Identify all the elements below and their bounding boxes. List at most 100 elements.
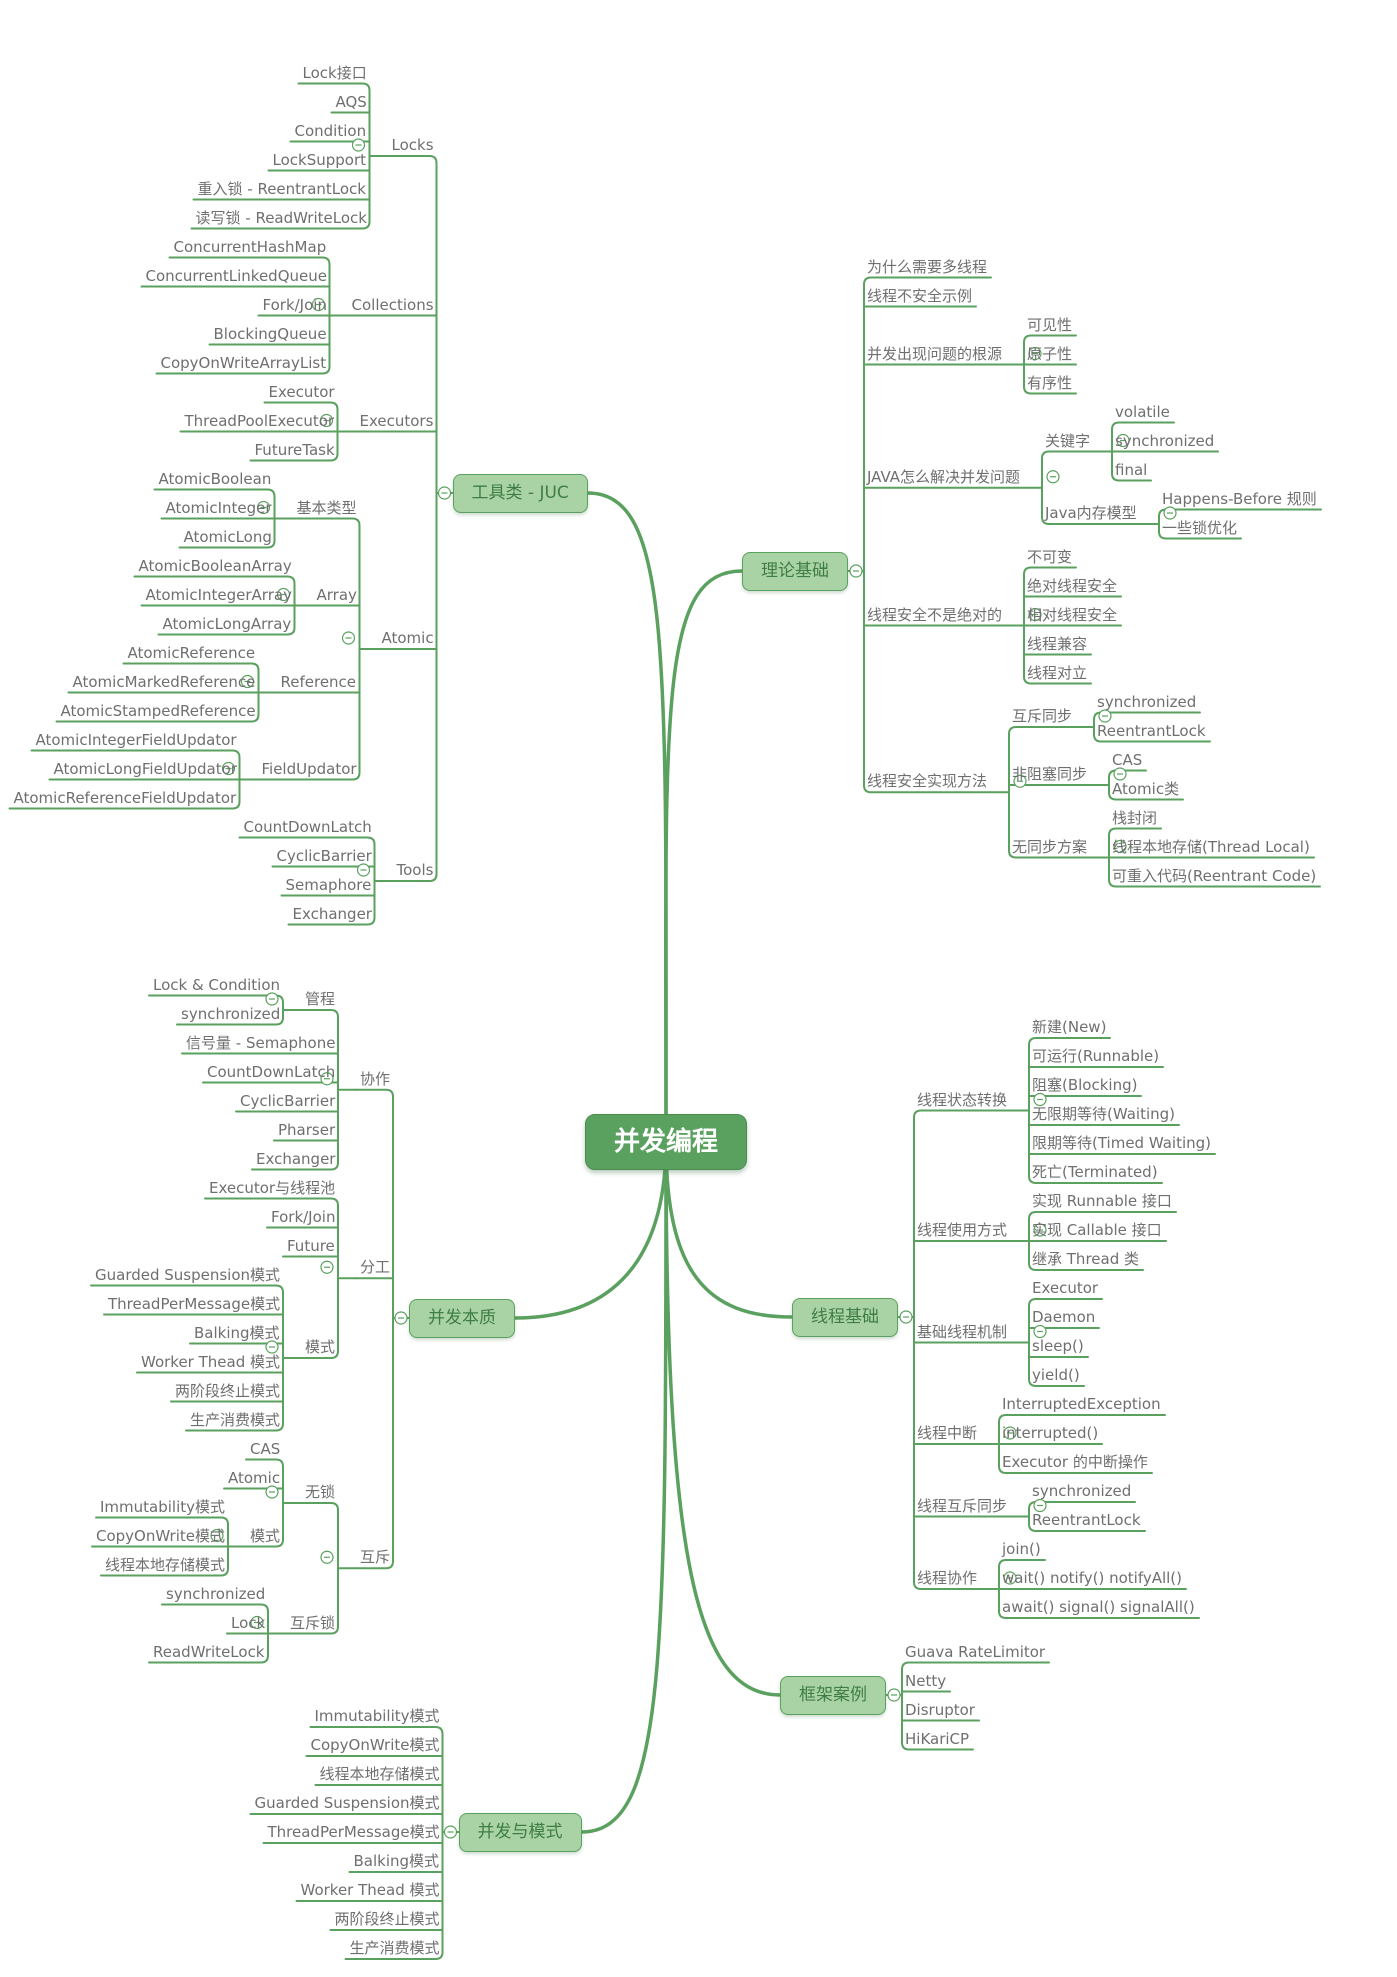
topic[interactable]: ThreadPerMessage模式	[267, 1823, 440, 1841]
topic[interactable]: CopyOnWrite模式	[310, 1736, 440, 1754]
collapse-icon[interactable]	[887, 1688, 901, 1702]
topic[interactable]: CopyOnWrite模式	[96, 1526, 225, 1545]
main-topic[interactable]: 理论基础	[742, 551, 848, 591]
topic[interactable]: Lock	[231, 1613, 266, 1632]
topic[interactable]: Exchanger	[292, 904, 372, 923]
collapse-icon[interactable]	[265, 1340, 279, 1354]
main-topic[interactable]: 并发本质	[409, 1298, 515, 1338]
topic[interactable]: 模式	[305, 1338, 336, 1356]
collapse-icon[interactable]	[1116, 433, 1130, 448]
topic[interactable]: Locks	[391, 136, 434, 154]
topic[interactable]: synchronized	[1115, 431, 1215, 450]
topic[interactable]: ConcurrentHashMap	[173, 237, 327, 256]
topic[interactable]: 管程	[305, 990, 336, 1008]
main-topic[interactable]: 工具类 - JUC	[452, 473, 588, 513]
topic[interactable]: Condition	[294, 121, 367, 140]
collapse-icon[interactable]	[394, 1311, 408, 1325]
topic[interactable]: 死亡(Terminated)	[1032, 1163, 1158, 1181]
collapse-icon[interactable]	[849, 564, 863, 578]
topic[interactable]: 生产消费模式	[349, 1939, 440, 1957]
topic[interactable]: 线程对立	[1027, 663, 1088, 682]
topic[interactable]: ReadWriteLock	[153, 1642, 265, 1661]
topic[interactable]: AtomicLongFieldUpdator	[53, 759, 237, 778]
collapse-icon[interactable]	[1028, 346, 1042, 361]
topic[interactable]: 基础线程机制	[917, 1322, 1008, 1341]
collapse-icon[interactable]	[1013, 774, 1027, 788]
topic[interactable]: 非阻塞同步	[1012, 765, 1088, 783]
topic[interactable]: Future	[287, 1236, 335, 1255]
topic[interactable]: Collections	[351, 295, 434, 314]
topic[interactable]: Array	[316, 585, 357, 604]
topic[interactable]: 协作	[360, 1069, 391, 1088]
main-topic[interactable]: 并发与模式	[458, 1812, 582, 1852]
topic[interactable]: 两阶段终止模式	[175, 1381, 281, 1400]
topic[interactable]: CAS	[250, 1439, 281, 1458]
topic[interactable]: final	[1115, 460, 1148, 479]
topic[interactable]: Semaphore	[285, 875, 372, 894]
topic[interactable]: 并发出现问题的根源	[867, 344, 1003, 363]
topic[interactable]: Guava RateLimitor	[905, 1642, 1046, 1661]
topic[interactable]: 生产消费模式	[190, 1410, 281, 1429]
topic[interactable]: 基本类型	[296, 498, 357, 517]
topic[interactable]: 绝对线程安全	[1027, 576, 1118, 595]
topic[interactable]: 线程互斥同步	[917, 1496, 1008, 1515]
topic[interactable]: 读写锁 - ReadWriteLock	[195, 208, 367, 227]
topic[interactable]: Happens-Before 规则	[1162, 489, 1317, 508]
collapse-icon[interactable]	[356, 863, 371, 877]
topic[interactable]: ReentrantLock	[1032, 1511, 1141, 1529]
topic[interactable]: 可运行(Runnable)	[1032, 1047, 1160, 1065]
topic[interactable]: 重入锁 - ReentrantLock	[197, 179, 367, 198]
collapse-icon[interactable]	[1003, 1426, 1017, 1440]
topic[interactable]: 线程安全不是绝对的	[867, 605, 1003, 624]
topic[interactable]: 线程不安全示例	[867, 286, 973, 305]
topic[interactable]: 分工	[360, 1258, 391, 1277]
topic[interactable]: 线程本地存储模式	[105, 1555, 226, 1574]
topic[interactable]: 线程协作	[917, 1569, 978, 1587]
main-topic[interactable]: 线程基础	[792, 1297, 898, 1337]
topic[interactable]: CountDownLatch	[243, 817, 372, 836]
topic[interactable]: 继承 Thread 类	[1032, 1250, 1139, 1268]
topic[interactable]: AtomicInteger	[165, 498, 272, 517]
topic[interactable]: synchronized	[181, 1004, 281, 1023]
topic[interactable]: 阻塞(Blocking)	[1032, 1076, 1138, 1094]
collapse-icon[interactable]	[1033, 1092, 1047, 1107]
collapse-icon[interactable]	[311, 297, 326, 312]
topic[interactable]: Balking模式	[194, 1323, 280, 1342]
collapse-icon[interactable]	[319, 413, 334, 428]
topic[interactable]: volatile	[1115, 402, 1170, 421]
topic[interactable]: Immutability模式	[314, 1707, 440, 1725]
topic[interactable]: AtomicBooleanArray	[138, 556, 292, 575]
topic[interactable]: 线程本地存储模式	[319, 1765, 440, 1783]
topic[interactable]: Balking模式	[353, 1852, 440, 1870]
topic[interactable]: Guarded Suspension模式	[95, 1265, 281, 1284]
topic[interactable]: AtomicReference	[127, 643, 256, 662]
collapse-icon[interactable]	[265, 992, 279, 1006]
topic[interactable]: 模式	[250, 1526, 281, 1545]
topic[interactable]: AQS	[335, 92, 367, 111]
collapse-icon[interactable]	[320, 1260, 334, 1274]
topic[interactable]: 线程使用方式	[917, 1221, 1008, 1239]
topic[interactable]: Immutability模式	[100, 1497, 226, 1516]
collapse-icon[interactable]	[1113, 767, 1127, 781]
collapse-icon[interactable]	[250, 1615, 264, 1630]
topic[interactable]: 可见性	[1027, 315, 1073, 334]
topic[interactable]: FieldUpdator	[261, 759, 357, 778]
topic[interactable]: AtomicIntegerArray	[145, 585, 292, 604]
collapse-icon[interactable]	[1046, 470, 1060, 484]
collapse-icon[interactable]	[1003, 1571, 1017, 1585]
collapse-icon[interactable]	[1098, 709, 1112, 723]
collapse-icon[interactable]	[1033, 1223, 1047, 1237]
topic[interactable]: 互斥同步	[1012, 707, 1073, 725]
topic[interactable]: JAVA怎么解决并发问题	[867, 467, 1021, 486]
topic[interactable]: synchronized	[166, 1584, 266, 1603]
topic[interactable]: 有序性	[1027, 373, 1073, 392]
topic[interactable]: CopyOnWriteArrayList	[160, 353, 327, 372]
topic[interactable]: CountDownLatch	[207, 1062, 336, 1081]
topic[interactable]: 信号量 - Semaphone	[186, 1033, 336, 1052]
topic[interactable]: interrupted()	[1002, 1424, 1099, 1442]
topic[interactable]: 互斥	[360, 1548, 391, 1567]
collapse-icon[interactable]	[1163, 506, 1177, 520]
topic[interactable]: FutureTask	[254, 440, 335, 459]
topic[interactable]: Lock接口	[302, 63, 367, 82]
collapse-icon[interactable]	[1113, 839, 1127, 854]
